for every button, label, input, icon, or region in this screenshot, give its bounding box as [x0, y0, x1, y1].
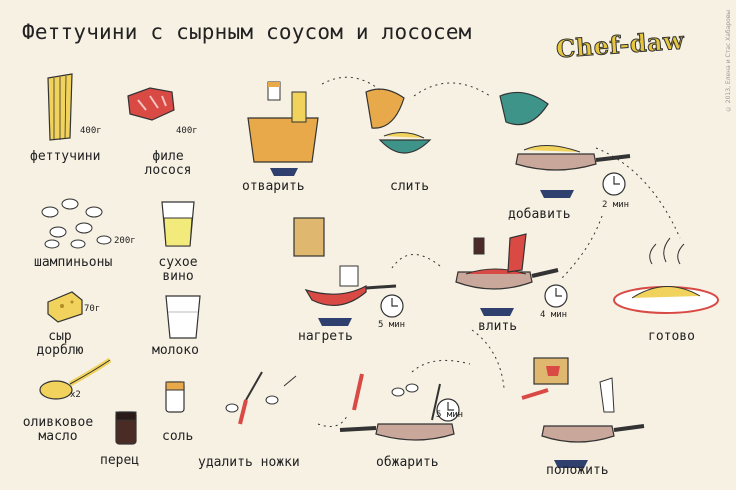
step-time: 2 мин [602, 200, 630, 210]
ingredient-label: шампиньоны [34, 255, 113, 270]
pour-in-pan-icon [455, 233, 568, 316]
step-label: удалить ножки [198, 455, 300, 470]
step-label: положить [546, 463, 609, 478]
step-flow-path [317, 76, 681, 427]
milk-glass-icon [165, 295, 201, 339]
ingredient-label: перец [100, 453, 140, 468]
add-to-pan-icon [499, 91, 631, 198]
ingredient-qty: 400г [176, 126, 198, 136]
step-label: слить [390, 179, 430, 194]
step-label: влить [478, 319, 518, 334]
ingredient-label: соль [162, 429, 194, 444]
ingredient-label: сухое вино [158, 255, 198, 284]
pepper-shaker-icon [115, 411, 137, 445]
wine-glass-icon [161, 201, 195, 247]
step-label: обжарить [376, 455, 439, 470]
salmon-fillet-icon [127, 87, 175, 121]
step-label: готово [648, 329, 695, 344]
cheese-icon [47, 291, 83, 323]
ready-plate-icon [613, 237, 719, 314]
ingredient-label: молоко [152, 343, 199, 358]
ingredient-label: феттучини [30, 149, 101, 164]
step-time: 5 мин [378, 320, 406, 330]
step-label: отварить [242, 179, 305, 194]
step-time: 4 мин [540, 310, 568, 320]
step-label: нагреть [298, 329, 353, 344]
ingredient-label: сыр дорблю [36, 329, 84, 358]
step-time: 5 мин [436, 410, 464, 420]
olive-oil-spoon-icon [39, 357, 112, 400]
fry-pan-icon [339, 373, 460, 441]
ingredient-qty: x2 [70, 390, 81, 400]
ingredient-label: филе лосося [144, 149, 192, 178]
salt-shaker-icon [165, 381, 185, 413]
cut-stems-icon [225, 371, 297, 425]
ingredient-qty: 70г [84, 304, 101, 314]
ingredient-qty: 400г [80, 126, 102, 136]
mushrooms-icon [41, 198, 112, 249]
colander-icon [365, 88, 432, 154]
page-title: Феттучини с сырным соусом и лососем [22, 20, 472, 44]
ingredient-label: оливковое масло [22, 415, 94, 444]
heat-saucepan-icon [293, 217, 404, 326]
boiling-pot-icon [247, 81, 319, 176]
put-in-pan-icon [521, 357, 645, 468]
ingredient-qty: 200г [114, 236, 136, 246]
step-label: добавить [508, 207, 571, 222]
fettuccine-icon [47, 73, 73, 141]
